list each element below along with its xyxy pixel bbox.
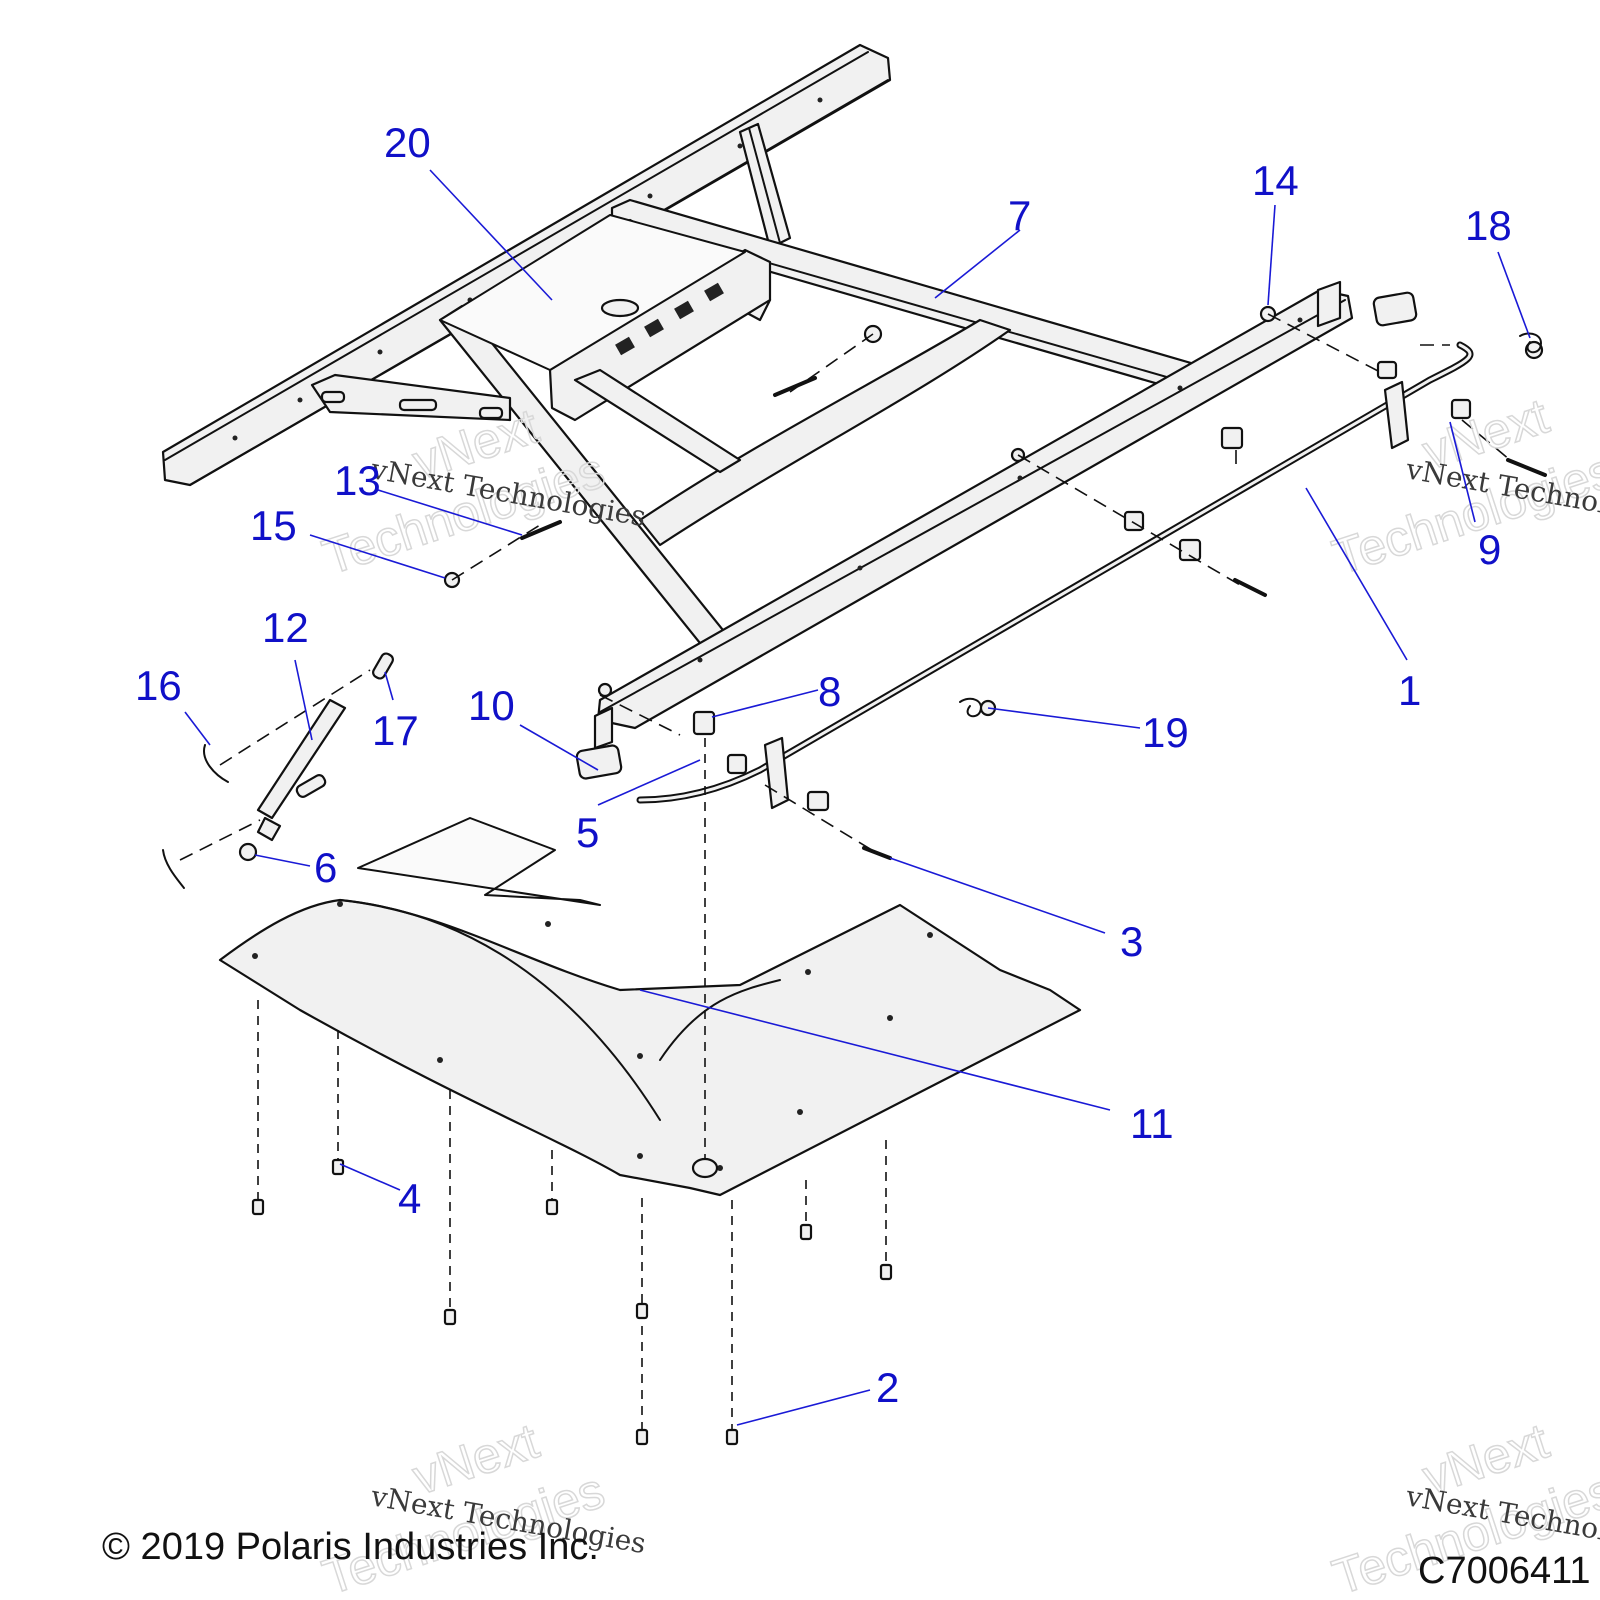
drawing-id: C7006411 <box>1418 1550 1591 1592</box>
callout-9[interactable]: 9 <box>1478 526 1501 573</box>
callout-12[interactable]: 12 <box>262 604 309 651</box>
gas-strut <box>162 652 394 889</box>
skid-plate <box>218 817 1082 1197</box>
skid-fasteners <box>251 738 893 1446</box>
leader-lines <box>184 169 1531 1426</box>
callout-10[interactable]: 10 <box>468 682 515 729</box>
rail-gusset <box>738 122 792 250</box>
callout-13[interactable]: 13 <box>334 457 381 504</box>
assembly-lines <box>179 313 1511 861</box>
copyright-text: © 2019 Polaris Industries Inc. <box>102 1526 599 1568</box>
frame-rail <box>161 43 892 487</box>
center-frame <box>438 198 1354 750</box>
callout-2[interactable]: 2 <box>876 1364 899 1411</box>
callout-17[interactable]: 17 <box>372 707 419 754</box>
stabilizer-bar <box>636 341 1474 810</box>
callout-11[interactable]: 11 <box>1130 1100 1174 1147</box>
slotted-bracket <box>310 373 512 422</box>
bolts <box>520 376 1547 860</box>
springs <box>959 332 1542 718</box>
callout-16[interactable]: 16 <box>135 662 182 709</box>
callout-14[interactable]: 14 <box>1252 157 1299 204</box>
callout-4[interactable]: 4 <box>398 1175 421 1222</box>
callouts: 20 7 14 18 1 9 13 15 12 16 17 10 8 5 6 1… <box>135 119 1512 1411</box>
callout-15[interactable]: 15 <box>250 502 297 549</box>
callout-7[interactable]: 7 <box>1008 192 1031 239</box>
callout-5[interactable]: 5 <box>576 809 599 856</box>
callout-19[interactable]: 19 <box>1142 709 1189 756</box>
frame-plate <box>439 214 746 371</box>
hardware-clamps <box>238 291 1544 862</box>
callout-1[interactable]: 1 <box>1398 667 1421 714</box>
callout-20[interactable]: 20 <box>384 119 431 166</box>
callout-8[interactable]: 8 <box>818 668 841 715</box>
callout-3[interactable]: 3 <box>1120 918 1143 965</box>
callout-6[interactable]: 6 <box>314 844 337 891</box>
callout-18[interactable]: 18 <box>1465 202 1512 249</box>
